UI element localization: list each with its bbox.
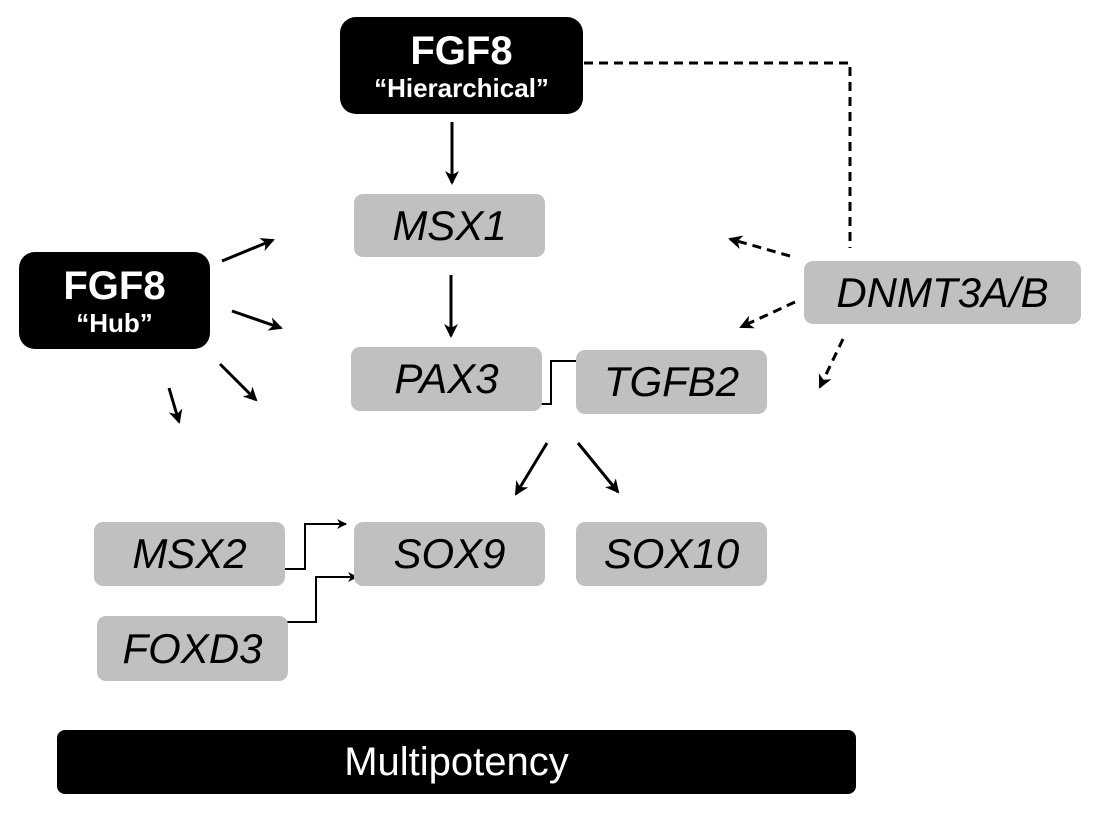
fgf8-hierarchical-node: FGF8 “Hierarchical” — [340, 17, 583, 114]
fgf8-hub-node: FGF8 “Hub” — [19, 252, 210, 349]
pax3-node: PAX3 — [351, 347, 542, 411]
dnmt-arrow-2 — [739, 300, 796, 329]
arrow-tgfb2-to-sox10 — [576, 442, 620, 494]
dnmt-arrow-3 — [818, 338, 845, 389]
dnmt-arrow-1 — [728, 235, 791, 258]
foxd3-label: FOXD3 — [122, 624, 263, 672]
dnmt3ab-node: DNMT3A/B — [804, 261, 1081, 324]
dnmt3ab-label: DNMT3A/B — [836, 268, 1049, 316]
msx2-node: MSX2 — [94, 522, 285, 586]
pax3-label: PAX3 — [394, 355, 499, 402]
tgfb2-node: TGFB2 — [576, 350, 767, 414]
msx1-label: MSX1 — [392, 201, 507, 249]
fgf8-hierarchical-subtitle: “Hierarchical” — [374, 72, 549, 103]
dashed-link-fgf8-to-dnmt3ab — [584, 61, 852, 248]
fgf8-hub-title: FGF8 — [63, 263, 166, 308]
multipotency-label: Multipotency — [344, 739, 569, 784]
foxd3-node: FOXD3 — [97, 616, 288, 681]
msx2-label: MSX2 — [132, 530, 247, 577]
bidir-msx2-sox9 — [256, 519, 347, 574]
fgf8-hub-subtitle: “Hub” — [76, 307, 153, 338]
hub-arrow-4 — [167, 387, 183, 424]
multipotency-bar: Multipotency — [57, 730, 856, 794]
hub-arrow-1 — [221, 238, 275, 263]
hub-arrow-2 — [231, 309, 283, 331]
sox9-node: SOX9 — [354, 522, 545, 586]
msx1-node: MSX1 — [354, 194, 545, 257]
hub-arrow-3 — [218, 362, 258, 402]
sox10-node: SOX10 — [576, 522, 767, 586]
tgfb2-label: TGFB2 — [603, 358, 740, 405]
sox10-label: SOX10 — [603, 530, 740, 577]
fgf8-hierarchical-title: FGF8 — [410, 28, 513, 73]
arrow-tgfb2-to-sox9 — [514, 442, 549, 496]
sox9-label: SOX9 — [393, 530, 506, 577]
bidir-foxd3-sox9 — [267, 572, 358, 627]
